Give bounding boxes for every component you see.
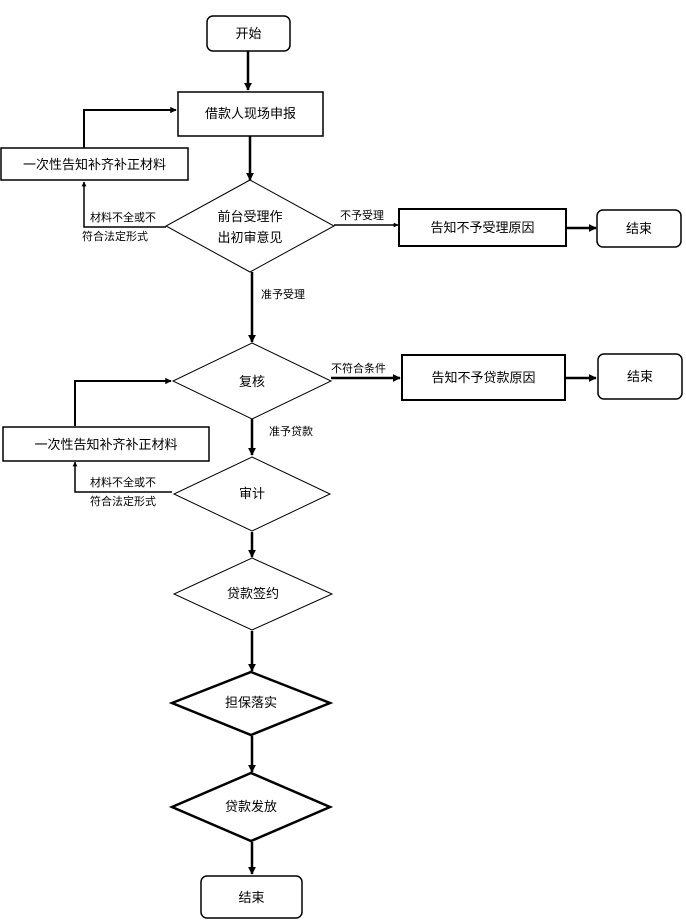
edge-label-incomplete-2b: 符合法定形式 <box>90 494 156 508</box>
start-label: 开始 <box>235 27 261 42</box>
end-1-label: 结束 <box>626 222 652 237</box>
arrow-review-to-supplement1 <box>81 181 166 228</box>
edge-label-incomplete-1a: 材料不全或不 <box>90 210 156 224</box>
apply-node: 借款人现场申报 <box>177 91 324 137</box>
recheck-label: 复核 <box>239 375 265 390</box>
start-node: 开始 <box>206 15 291 52</box>
arrow-supplement2-to-recheck <box>74 377 172 426</box>
reject-reason-node-2: 告知不予贷款原因 <box>401 354 566 401</box>
front-review-decision: 前台受理作 出初审意见 <box>164 179 336 273</box>
audit-label: 审计 <box>239 487 265 502</box>
end-node-2: 结束 <box>597 353 683 400</box>
reject-reason-node-1: 告知不予受理原因 <box>398 208 567 247</box>
end-node-final: 结束 <box>200 875 303 919</box>
edge-label-loan-approved: 准予贷款 <box>269 424 313 438</box>
audit-decision: 审计 <box>172 456 332 532</box>
apply-label: 借款人现场申报 <box>205 107 296 122</box>
supplement-2-label: 一次性告知补齐补正材料 <box>34 437 177 453</box>
end-final-label: 结束 <box>238 891 264 906</box>
sign-decision: 贷款签约 <box>172 557 334 631</box>
end-2-label: 结束 <box>627 370 653 385</box>
edge-label-incomplete-2a: 材料不全或不 <box>90 475 156 489</box>
front-review-label-2: 出初审意见 <box>217 230 282 246</box>
arrow-audit-to-supplement2 <box>72 461 172 493</box>
front-review-label-1: 前台受理作 <box>217 209 282 225</box>
guarantee-label: 担保落实 <box>225 696 277 711</box>
reject-reason-2-label: 告知不予贷款原因 <box>431 370 535 386</box>
sign-label: 贷款签约 <box>227 586 279 602</box>
edge-label-not-qualified: 不符合条件 <box>331 361 386 375</box>
recheck-decision: 复核 <box>171 342 333 420</box>
reject-reason-1-label: 告知不予受理原因 <box>430 220 534 236</box>
disburse-decision: 贷款发放 <box>168 771 334 843</box>
edge-label-incomplete-1b: 符合法定形式 <box>82 229 148 243</box>
supplement-node-2: 一次性告知补齐补正材料 <box>2 426 210 462</box>
end-node-1: 结束 <box>596 209 682 248</box>
disburse-label: 贷款发放 <box>225 799 277 815</box>
supplement-1-label: 一次性告知补齐补正材料 <box>23 157 166 173</box>
edge-label-not-accepted: 不予受理 <box>340 209 384 222</box>
arrow-supplement1-to-apply <box>83 106 177 148</box>
guarantee-decision: 担保落实 <box>168 670 334 737</box>
edge-label-accepted: 准予受理 <box>261 288 305 301</box>
supplement-node-1: 一次性告知补齐补正材料 <box>0 147 189 181</box>
